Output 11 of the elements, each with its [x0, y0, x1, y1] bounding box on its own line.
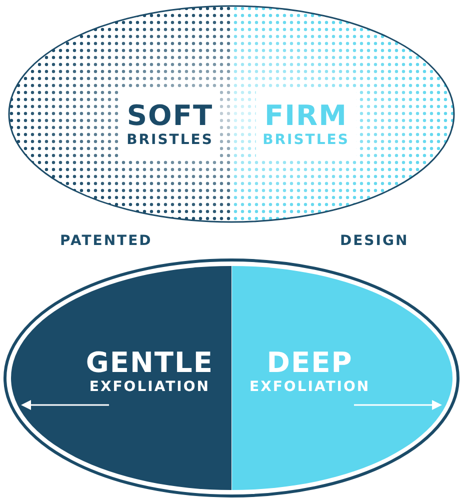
caption-text: DESIGN: [340, 233, 409, 249]
subheading-text: BRISTLES: [262, 131, 350, 149]
heading-text: FIRM: [264, 101, 348, 131]
subheading-text: BRISTLES: [126, 131, 214, 149]
heading-text: SOFT: [126, 101, 214, 131]
subheading-text: EXFOLIATION: [250, 378, 370, 396]
subheading-text: EXFOLIATION: [88, 378, 211, 396]
label-card: [120, 90, 220, 160]
heading-text: GENTLE: [86, 348, 214, 378]
heading-text: DEEP: [266, 348, 354, 378]
caption-text: PATENTED: [60, 233, 152, 249]
